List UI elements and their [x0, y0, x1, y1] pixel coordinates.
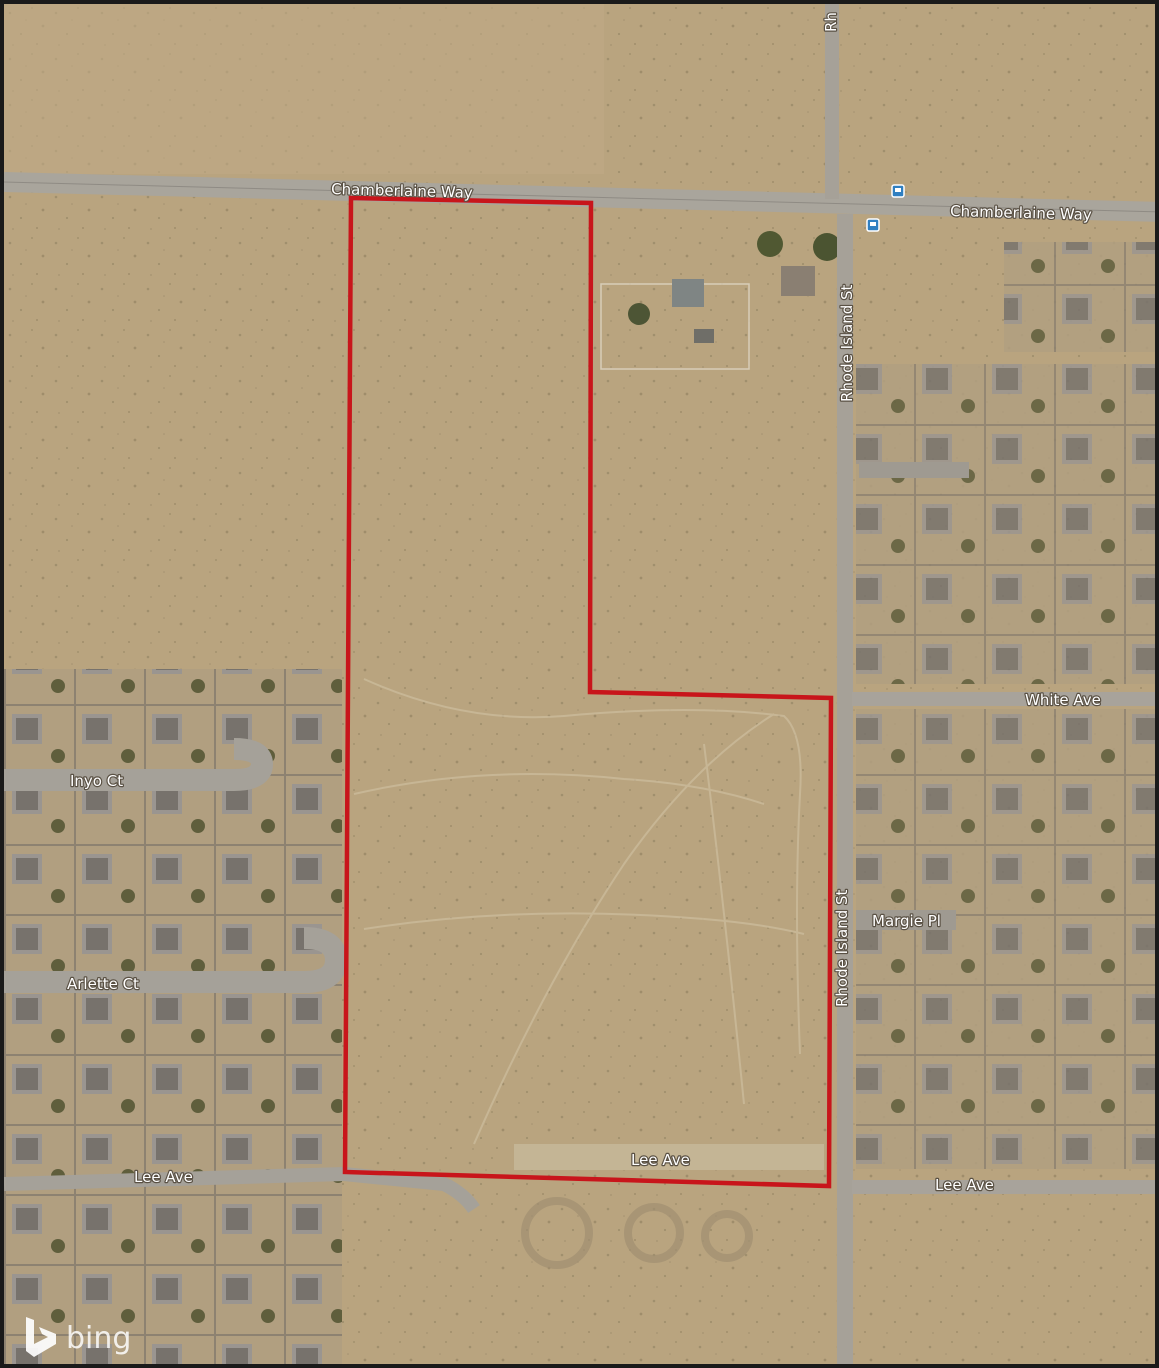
street-label-rhode-island-st: Rhode Island St [838, 284, 856, 402]
street-label-lee-ave: Lee Ave [631, 1151, 690, 1169]
street-label-lee-ave-east: Lee Ave [935, 1176, 994, 1194]
roads [4, 4, 1155, 1364]
neighborhood-east [856, 242, 1155, 1169]
street-label-inyo-ct: Inyo Ct [70, 772, 123, 790]
street-label-chamberlaine-way-east: Chamberlaine Way [950, 202, 1092, 224]
bus-stop-icon[interactable] [866, 218, 880, 232]
bus-stop-icon[interactable] [891, 184, 905, 198]
bing-wordmark: bing [66, 1321, 131, 1356]
parcel-boundary[interactable] [342, 195, 834, 1189]
street-label-rhode-island-st-south: Rhode Island St [833, 889, 851, 1007]
street-label-arlette-ct: Arlette Ct [67, 975, 139, 993]
homestead-lot [600, 231, 841, 370]
street-label-lee-ave-west: Lee Ave [134, 1168, 193, 1186]
terrain-north [4, 4, 604, 174]
aerial-map: Chamberlaine Way Chamberlaine Way Rh Rho… [4, 4, 1155, 1364]
street-label-rhode-island-north: Rh [822, 12, 840, 32]
bing-logo: bing [26, 1317, 131, 1357]
dirt-tracks [353, 678, 805, 1145]
bing-logo-icon [26, 1317, 56, 1357]
street-label-white-ave: White Ave [1025, 691, 1101, 709]
street-label-chamberlaine-way: Chamberlaine Way [331, 180, 473, 202]
street-label-margie-pl: Margie Pl [872, 912, 941, 930]
subdivision-west [4, 669, 342, 1364]
crop-circles [521, 1197, 753, 1269]
